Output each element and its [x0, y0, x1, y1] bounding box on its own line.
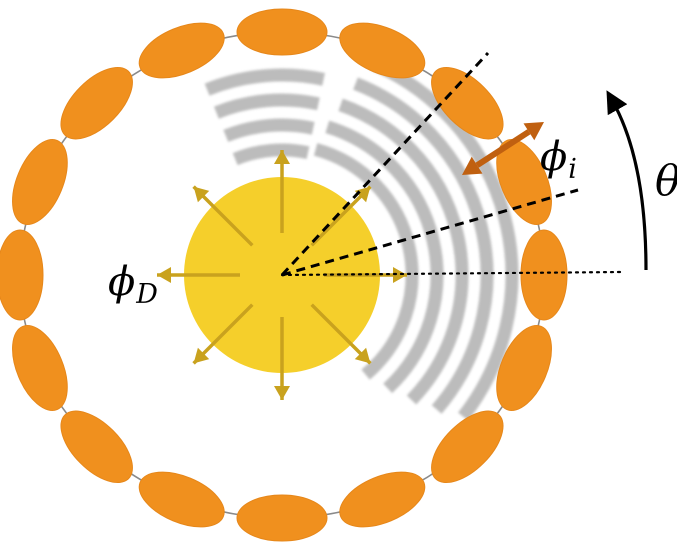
wavefront-arc — [223, 118, 315, 142]
theta-label: θ — [655, 156, 677, 205]
bead-orientation-arrow — [462, 122, 544, 175]
emission-arrow-head — [354, 347, 371, 364]
bead — [12, 139, 68, 225]
wavefront-arc — [232, 143, 310, 166]
source-label: ϕD — [108, 259, 158, 310]
bead-ring — [0, 8, 568, 542]
emission-arrow-head — [393, 267, 407, 283]
bead — [339, 22, 426, 79]
bead — [236, 494, 328, 542]
bead — [138, 22, 225, 79]
bead — [431, 410, 504, 484]
bead — [431, 66, 504, 140]
bead-axis-dashed-line — [280, 51, 490, 277]
bead — [496, 325, 552, 411]
bead — [138, 471, 225, 528]
bead — [339, 471, 426, 528]
bead-arrow-shaft — [475, 129, 531, 168]
bead — [496, 139, 552, 225]
bead — [236, 8, 328, 56]
wavefront-arc — [204, 68, 325, 96]
angle-arrow — [606, 90, 648, 271]
emission-arrow-head — [274, 150, 290, 164]
wavefront-arc — [353, 77, 494, 414]
emission-arrow-head — [193, 347, 210, 364]
horizontal-reference-line — [280, 270, 624, 277]
bead — [520, 229, 568, 321]
bead — [12, 325, 68, 411]
bead-angle-label: ϕi — [540, 134, 577, 185]
wavefront-arc — [313, 143, 419, 380]
emission-arrow-head — [274, 386, 290, 400]
wavefront-arc — [325, 120, 444, 394]
emission-arrow-head — [193, 186, 210, 203]
wavefront-arc — [369, 57, 519, 421]
bead-arrow-head — [523, 122, 544, 141]
bead-direction-dashed-line — [281, 188, 579, 277]
bead — [0, 229, 44, 321]
wavefront-arc — [338, 98, 469, 405]
emission-arrow-head — [157, 267, 171, 283]
wavefront-arc — [213, 93, 320, 119]
bead-arrow-head — [462, 156, 483, 175]
reference-lines — [280, 51, 624, 277]
wavefronts — [204, 57, 519, 421]
emission-arrow-head — [354, 186, 371, 203]
bead — [60, 66, 133, 140]
bead — [60, 410, 133, 484]
